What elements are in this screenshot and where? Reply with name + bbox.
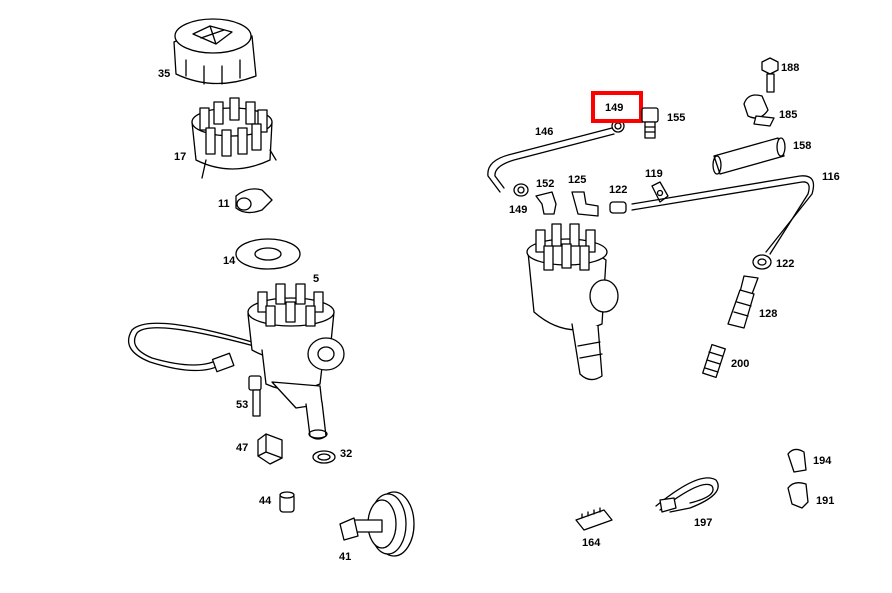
label-149-top: 149 [605, 102, 623, 114]
part-191-clip[interactable] [787, 482, 809, 509]
part-146-vacuum-hose[interactable] [487, 127, 615, 193]
part-164-connector-strip[interactable] [575, 507, 613, 531]
part-185-hose-clamp[interactable] [743, 94, 775, 127]
highlight-box [591, 91, 643, 123]
part-41-drive-pulley[interactable] [339, 491, 415, 557]
label-155: 155 [667, 112, 685, 124]
label-149-lower: 149 [509, 204, 527, 216]
part-158-hose-sleeve[interactable] [712, 137, 786, 175]
label-158: 158 [793, 140, 811, 152]
part-53-bolt[interactable] [248, 375, 262, 417]
part-149-lower-connector[interactable] [513, 183, 529, 197]
label-122-upper: 122 [609, 184, 627, 196]
label-128: 128 [759, 308, 777, 320]
label-164: 164 [582, 537, 601, 549]
label-122-lower: 122 [776, 258, 794, 270]
part-188-screw[interactable] [761, 57, 779, 93]
part-44-plug[interactable] [279, 491, 295, 513]
label-41: 41 [339, 551, 351, 563]
part-11-rotor[interactable] [235, 188, 273, 214]
label-125: 125 [568, 174, 586, 186]
label-116: 116 [822, 171, 840, 183]
label-194: 194 [813, 455, 832, 467]
part-17-distributor-cap[interactable] [191, 97, 277, 179]
part-14-seal-ring[interactable] [235, 238, 301, 270]
part-47-bracket[interactable] [257, 433, 283, 465]
part-119-clip[interactable] [651, 181, 669, 203]
label-32: 32 [340, 448, 352, 460]
label-185: 185 [779, 109, 797, 121]
label-35: 35 [158, 68, 170, 80]
label-11: 11 [218, 198, 230, 210]
label-197: 197 [694, 517, 712, 529]
label-152: 152 [536, 178, 554, 190]
label-5: 5 [313, 273, 319, 285]
label-17: 17 [174, 151, 186, 163]
label-191: 191 [816, 495, 834, 507]
part-194-clip[interactable] [787, 448, 807, 473]
part-125-angled-connector[interactable] [571, 191, 599, 217]
label-53: 53 [236, 399, 248, 411]
part-152-elbow[interactable] [535, 191, 557, 215]
label-119: 119 [645, 168, 663, 180]
part-122-lower-sleeve[interactable] [752, 254, 772, 270]
part-155-valve[interactable] [641, 107, 659, 139]
label-47: 47 [236, 442, 248, 454]
part-35-cap-cover[interactable] [173, 18, 257, 85]
part-32-o-ring[interactable] [312, 450, 336, 464]
part-200-fitting[interactable] [702, 343, 726, 379]
label-188: 188 [781, 62, 799, 74]
label-200: 200 [731, 358, 749, 370]
part-122-upper-sleeve[interactable] [609, 201, 627, 214]
distributor-center[interactable] [526, 223, 619, 381]
part-5-distributor[interactable] [127, 283, 345, 440]
label-44: 44 [259, 495, 272, 507]
label-14: 14 [223, 255, 236, 267]
label-146: 146 [535, 126, 553, 138]
part-197-cable-tie[interactable] [655, 477, 719, 513]
part-128-vacuum-valve[interactable] [727, 275, 759, 329]
part-116-vacuum-line[interactable] [631, 175, 815, 255]
